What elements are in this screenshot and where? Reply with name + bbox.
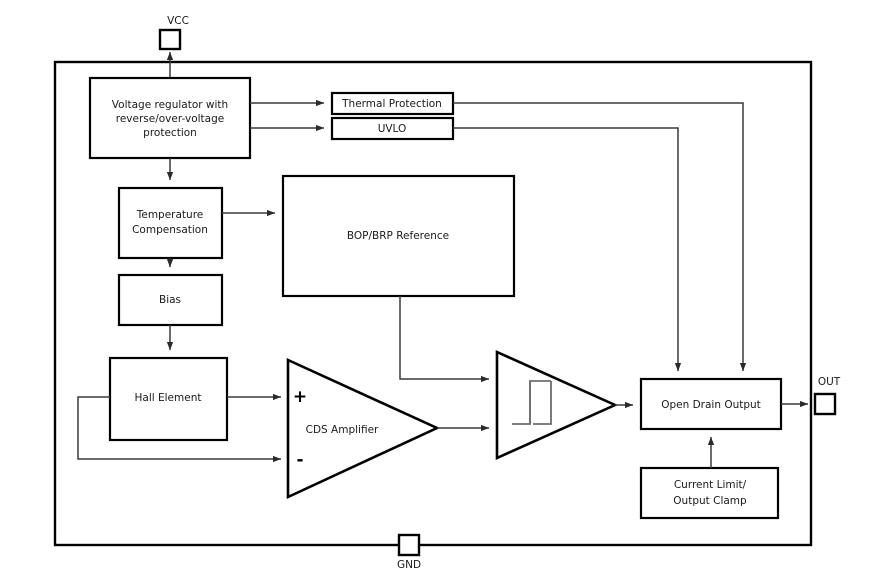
die-outline [53,60,813,547]
cds-amplifier-minus-input-label: - [296,450,303,470]
bias-label: Bias [159,294,181,306]
wire-reference-to-comparator [399,296,490,383]
hysteresis-icon-tail [533,381,552,425]
voltage-regulator-label-line1: Voltage regulator with [112,99,228,111]
out-pad[interactable] [813,392,837,416]
open-drain-output-label: Open Drain Output [661,399,761,411]
hall-element-label: Hall Element [135,392,202,404]
wire-uvlo-to-open-drain [453,127,682,372]
block-voltage-regulator[interactable] [88,76,252,160]
voltage-regulator-label-line2: reverse/over-voltage [116,113,225,125]
block-cds-amplifier[interactable] [286,357,441,500]
temperature-compensation-label-line1: Temperature [136,209,204,221]
temperature-compensation-label-line2: Compensation [132,224,208,236]
uvlo-label: UVLO [378,123,407,135]
block-open-drain-output[interactable] [639,377,783,431]
current-limit-label-line2: Output Clamp [673,495,747,507]
vcc-pin-label: VCC [167,15,189,27]
vcc-pad[interactable] [158,28,182,51]
voltage-regulator-label-line3: protection [143,127,197,139]
block-bias[interactable] [117,273,224,327]
block-hall-element[interactable] [108,356,229,442]
thermal-protection-label: Thermal Protection [341,98,442,110]
block-current-limit-output-clamp[interactable] [639,466,780,520]
cds-amplifier-plus-input-label: + [293,387,307,407]
out-pin-label: OUT [818,376,841,388]
current-limit-label-line1: Current Limit/ [674,479,747,491]
wire-hall-feedback-to-amp-minus [77,396,282,463]
block-schmitt-comparator[interactable] [495,349,619,461]
gnd-pin-label: GND [397,559,421,571]
block-bop-brp-reference[interactable] [281,174,516,298]
gnd-pad[interactable] [397,533,421,557]
bop-brp-reference-label: BOP/BRP Reference [347,230,449,242]
block-temperature-compensation[interactable] [117,186,224,260]
cds-amplifier-label: CDS Amplifier [306,424,379,436]
wire-thermal-to-open-drain [453,102,747,372]
